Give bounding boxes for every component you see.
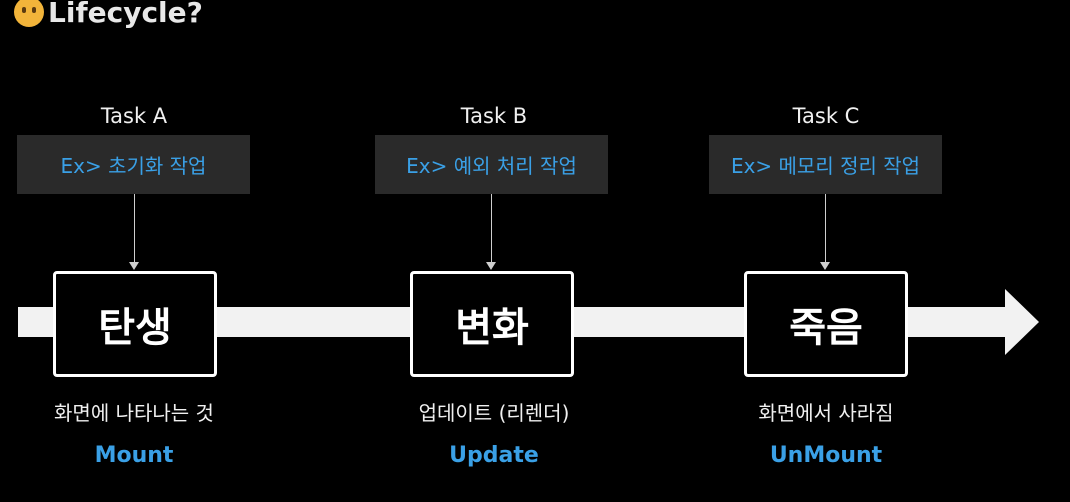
page-title: Lifecycle? (14, 0, 203, 32)
connector-arrow-icon (820, 262, 830, 270)
lifecycle-method: Update (449, 443, 539, 468)
connector-line (825, 194, 826, 266)
connector-line (134, 194, 135, 266)
phase-box: 죽음 (744, 271, 908, 377)
phase-box: 탄생 (53, 271, 217, 377)
phase-description: 화면에 나타나는 것 (54, 401, 214, 425)
task-example-box: Ex> 초기화 작업 (17, 135, 250, 194)
timeline-arrow-icon (1005, 289, 1039, 355)
task-label: Task C (792, 104, 860, 128)
lifecycle-method: Mount (94, 443, 174, 468)
phase-description: 화면에서 사라짐 (758, 401, 894, 425)
task-label: Task A (100, 104, 168, 128)
task-label: Task B (460, 104, 528, 128)
title-text: Lifecycle? (48, 0, 203, 29)
phase-description: 업데이트 (리렌더) (418, 401, 570, 425)
connector-line (491, 194, 492, 266)
lifecycle-method: UnMount (769, 443, 883, 468)
thinking-face-icon (14, 0, 44, 27)
task-example-box: Ex> 예외 처리 작업 (375, 135, 608, 194)
connector-arrow-icon (129, 262, 139, 270)
task-example-box: Ex> 메모리 정리 작업 (709, 135, 942, 194)
phase-box: 변화 (410, 271, 574, 377)
connector-arrow-icon (486, 262, 496, 270)
